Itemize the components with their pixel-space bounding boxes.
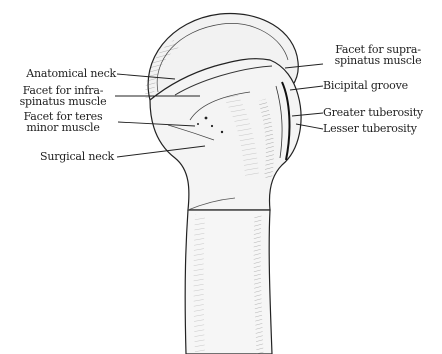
label-facet-teres: Facet for teres minor muscle	[10, 111, 116, 133]
label-facet-supraspinatus: Facet for supra- spinatus muscle	[322, 44, 434, 66]
label-bicipital-groove: Bicipital groove	[323, 80, 408, 91]
label-facet-supraspinatus-line2: spinatus muscle	[322, 55, 434, 66]
label-surgical-neck: Surgical neck	[40, 151, 114, 162]
label-facet-infraspinatus: Facet for infra- spinatus muscle	[10, 85, 116, 107]
humerus-shaft	[185, 198, 272, 354]
label-facet-teres-line2: minor muscle	[10, 122, 116, 133]
label-facet-infraspinatus-line2: spinatus muscle	[10, 96, 116, 107]
label-lesser-tuberosity: Lesser tuberosity	[323, 123, 417, 134]
label-greater-tuberosity: Greater tuberosity	[323, 107, 423, 118]
label-anatomical-neck: Anatomical neck	[26, 68, 116, 79]
